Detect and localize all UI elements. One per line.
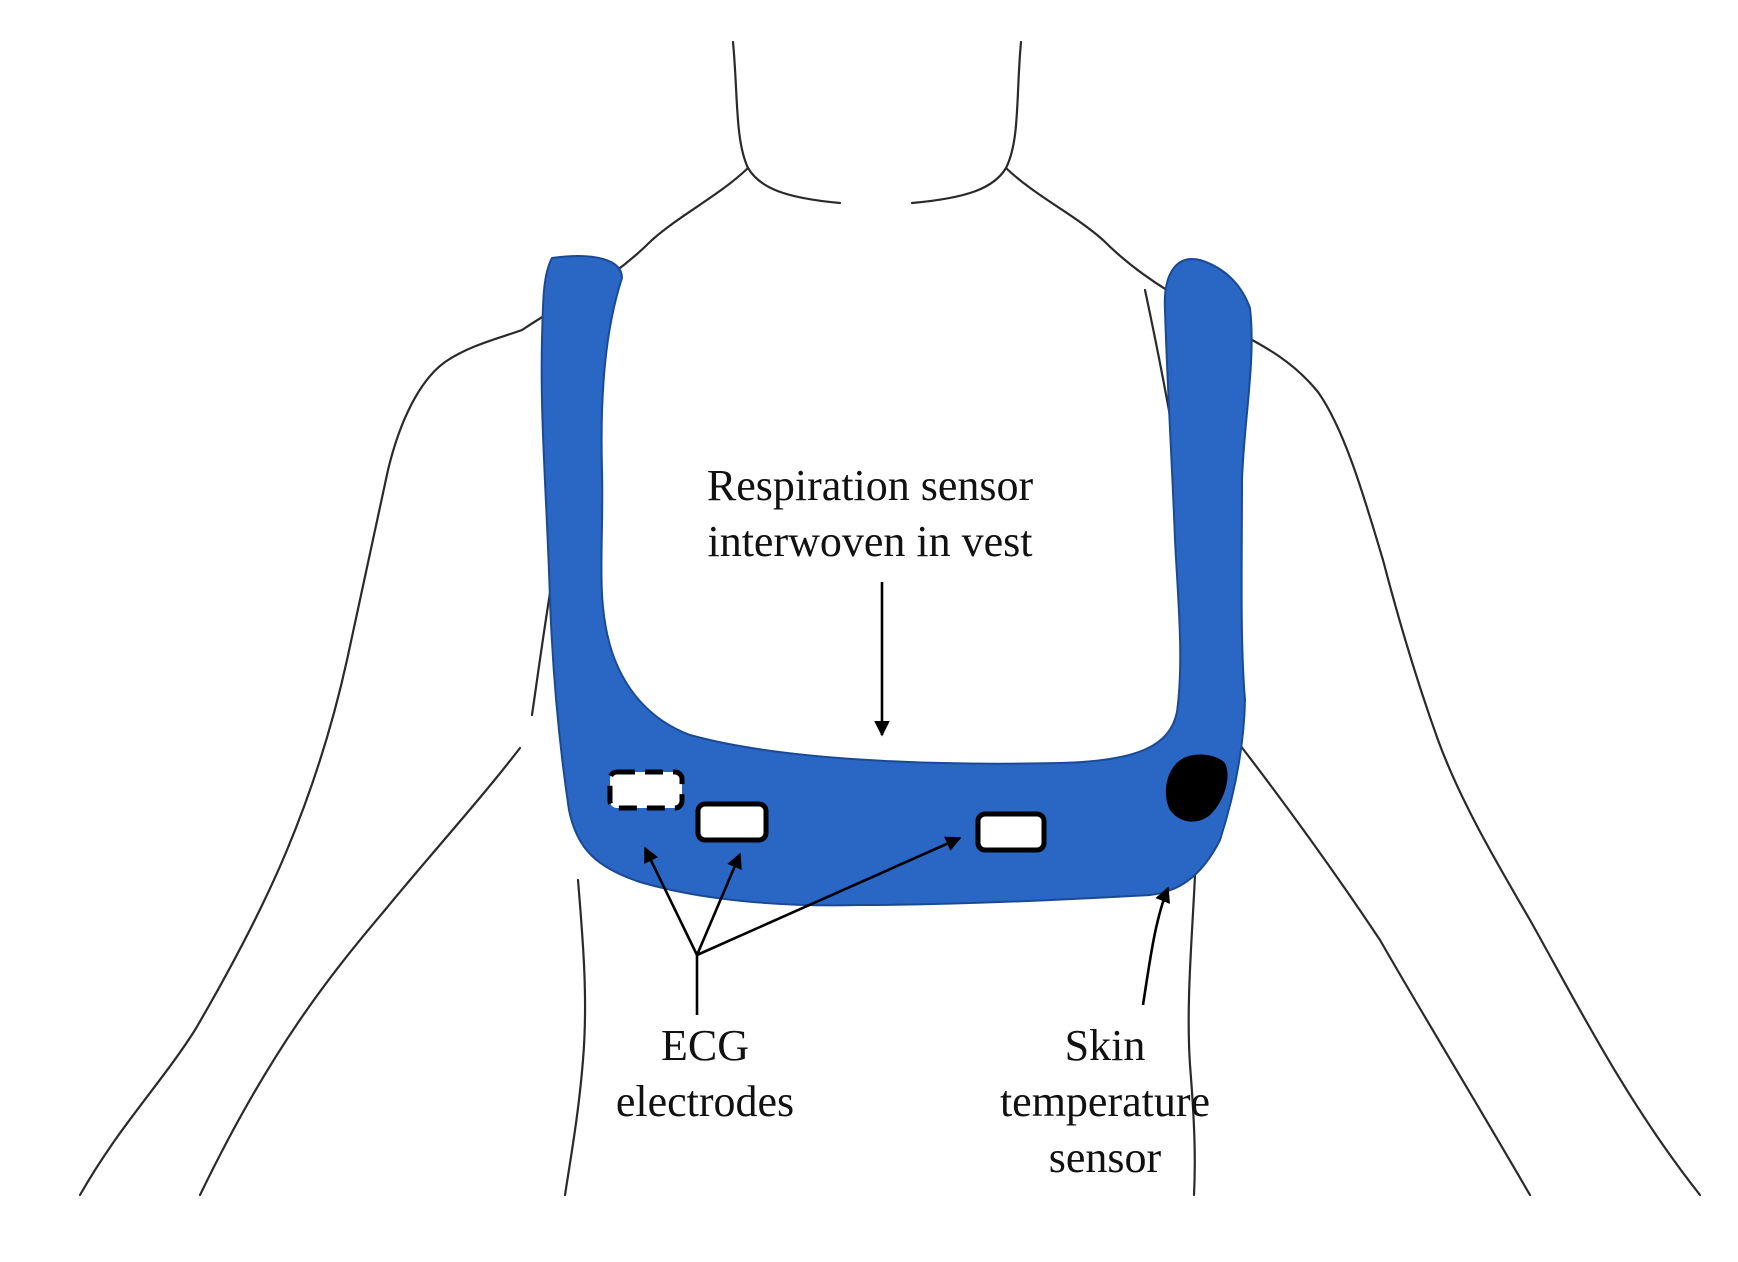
torso-outline-icon xyxy=(78,40,1702,1197)
neck-right-line xyxy=(910,40,1023,205)
skin-label-line-1: Skin xyxy=(1064,1021,1146,1070)
ecg-arrow-middle xyxy=(695,852,742,956)
annotation-arrows xyxy=(643,582,1170,1015)
left-torso-side-line xyxy=(563,878,587,1197)
skin-label-line-2: temperature xyxy=(999,1077,1211,1126)
skin-temperature-arrow xyxy=(1141,886,1170,1006)
respiration-sensor-label: Respiration sensor interwoven in vest xyxy=(620,458,1120,570)
ecg-electrode-icon xyxy=(975,811,1047,853)
respiration-label-line-2: interwoven in vest xyxy=(707,517,1033,566)
neck-left-line xyxy=(731,40,842,205)
vest-harness-icon xyxy=(540,255,1253,907)
right-torso-side-line xyxy=(1187,873,1197,1197)
ecg-arrow-right xyxy=(696,836,962,957)
vest-shape xyxy=(540,255,1253,907)
right-shoulder-arm-line xyxy=(1004,166,1702,1197)
right-inner-arm-line xyxy=(1238,743,1532,1197)
respiration-label-line-1: Respiration sensor xyxy=(706,461,1034,510)
temperature-sensor-icon xyxy=(1165,754,1228,822)
ecg-label-line-1: ECG xyxy=(661,1021,749,1070)
ecg-electrodes-label: ECG electrodes xyxy=(555,1018,855,1130)
ecg-label-line-2: electrodes xyxy=(615,1077,795,1126)
ecg-electrode-icon xyxy=(607,769,685,811)
ecg-electrode-icon xyxy=(695,801,769,843)
left-inner-arm-line xyxy=(198,746,522,1197)
skin-temperature-sensor-label: Skin temperature sensor xyxy=(935,1018,1275,1186)
skin-label-line-3: sensor xyxy=(1048,1133,1162,1182)
ecg-arrow-left xyxy=(643,846,699,956)
